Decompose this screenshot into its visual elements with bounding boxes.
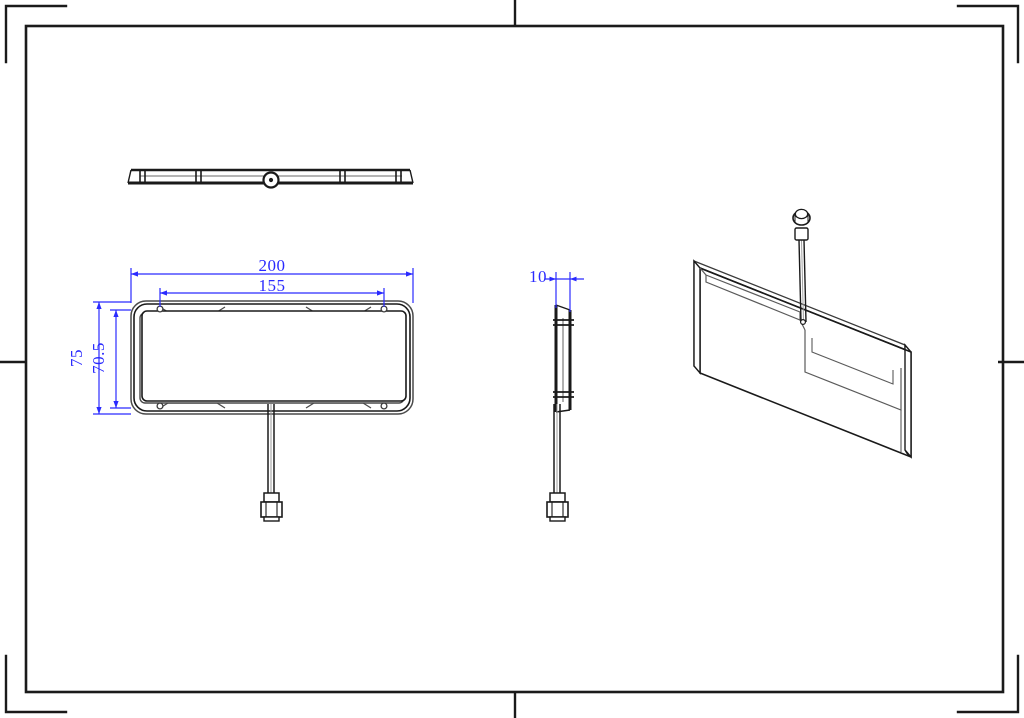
iso-panel-left-edge bbox=[693, 259, 701, 375]
iso-panel-right-cap bbox=[904, 449, 912, 458]
corner-registration-marks bbox=[4, 4, 1020, 714]
arrow-10-right bbox=[570, 276, 577, 282]
arrow-155-left bbox=[160, 290, 167, 296]
side-view: 10 bbox=[529, 267, 584, 522]
dim-label-thickness: 10 bbox=[529, 267, 547, 286]
iso-top-flange-line-left bbox=[705, 274, 801, 313]
dim-label-inner-height: 70.5 bbox=[89, 342, 108, 374]
coax-cable-front bbox=[267, 404, 275, 496]
sma-connector-front bbox=[260, 492, 283, 522]
iso-sma-nut-top bbox=[794, 208, 809, 220]
corner-mark-top-right bbox=[956, 4, 1020, 64]
iso-lip-upper-left bbox=[699, 267, 707, 276]
mounting-hole-bottom-left bbox=[156, 402, 164, 410]
side-view-cap-top bbox=[555, 304, 571, 311]
corner-mark-bottom-right bbox=[956, 654, 1020, 714]
sma-connector-side-body bbox=[549, 492, 566, 503]
corner-mark-top-left bbox=[4, 4, 68, 64]
sma-connector-tip bbox=[263, 516, 280, 522]
dim-label-overall-height: 75 bbox=[67, 349, 86, 367]
top-view-cap-left bbox=[127, 169, 132, 184]
arrow-200-left bbox=[131, 271, 138, 277]
arrow-200-right bbox=[406, 271, 413, 277]
iso-flange-notch-right bbox=[811, 338, 894, 385]
arrow-155-right bbox=[377, 290, 384, 296]
drawing-border bbox=[24, 24, 1005, 694]
iso-coax-entry-port bbox=[799, 319, 806, 326]
iso-coax-edge-right bbox=[803, 239, 807, 323]
sma-connector-body bbox=[263, 492, 280, 503]
coax-exit-port bbox=[262, 171, 280, 189]
iso-sma-connector bbox=[792, 208, 811, 241]
isometric-view bbox=[693, 208, 912, 459]
iso-top-flange-notch-left bbox=[705, 275, 801, 321]
sma-connector-side-hexnut bbox=[546, 501, 569, 518]
sma-connector-hexnut bbox=[260, 501, 283, 518]
arrow-10-left bbox=[549, 276, 556, 282]
dim-label-hole-spacing: 155 bbox=[259, 276, 286, 295]
inner-radiating-plate bbox=[141, 310, 407, 402]
front-view: 200 155 75 70.5 bbox=[67, 256, 414, 522]
panel-body-outline bbox=[130, 300, 414, 415]
panel-body-inner-outline bbox=[133, 303, 411, 412]
top-view bbox=[127, 168, 414, 189]
iso-flange-ledge-right bbox=[804, 330, 902, 411]
arrow-705-bottom bbox=[113, 401, 119, 408]
corner-mark-bottom-left bbox=[4, 654, 68, 714]
arrow-75-bottom bbox=[96, 407, 102, 414]
top-view-cap-right bbox=[409, 169, 414, 184]
sma-connector-side bbox=[546, 492, 569, 522]
iso-coax-edge-left bbox=[798, 239, 802, 323]
sma-connector-side-tip bbox=[549, 516, 566, 522]
iso-sma-barrel bbox=[794, 227, 809, 241]
coax-cable-side bbox=[553, 404, 561, 496]
mounting-hole-bottom-right bbox=[380, 402, 388, 410]
iso-coax-core bbox=[801, 239, 804, 323]
side-view-cap-bottom bbox=[555, 409, 571, 413]
front-view-dimensions bbox=[93, 268, 414, 415]
iso-coax-cable bbox=[798, 239, 807, 326]
arrow-705-top bbox=[113, 310, 119, 317]
side-view-dimensions bbox=[545, 272, 584, 312]
iso-panel-right-edge bbox=[904, 343, 912, 459]
dim-label-overall-width: 200 bbox=[259, 256, 286, 275]
coax-exit-port-center bbox=[268, 177, 274, 183]
arrow-75-top bbox=[96, 302, 102, 309]
